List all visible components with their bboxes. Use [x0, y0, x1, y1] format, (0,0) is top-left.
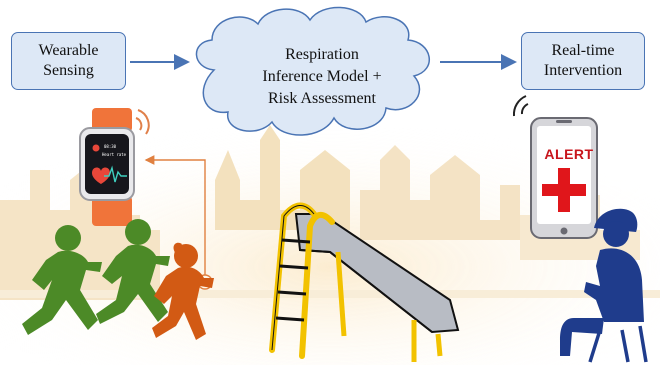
chair-icon	[588, 325, 648, 363]
intervention-box: Real-time Intervention	[521, 32, 645, 90]
phone-signal-icon	[512, 95, 529, 117]
alert-label: ALERT	[544, 146, 594, 162]
running-child-icon-2	[96, 219, 170, 324]
wearable-sensing-box: Wearable Sensing	[11, 32, 126, 90]
seated-adult-icon	[560, 208, 644, 356]
slide-icon	[269, 202, 460, 362]
wearable-sensing-label: Wearable Sensing	[38, 42, 99, 79]
model-label: Respiration Inference Model + Risk Asses…	[262, 46, 382, 107]
smartwatch-icon	[79, 108, 135, 226]
intervention-label: Real-time Intervention	[543, 42, 623, 79]
medical-cross-icon	[542, 168, 586, 212]
watch-label: Heart rate	[102, 152, 127, 157]
running-child-icon-3	[152, 242, 214, 340]
cloud-icon	[195, 6, 431, 136]
running-child-icon	[22, 225, 102, 335]
wireless-signal-icon	[135, 109, 150, 135]
watch-time: 08:30	[104, 144, 117, 149]
